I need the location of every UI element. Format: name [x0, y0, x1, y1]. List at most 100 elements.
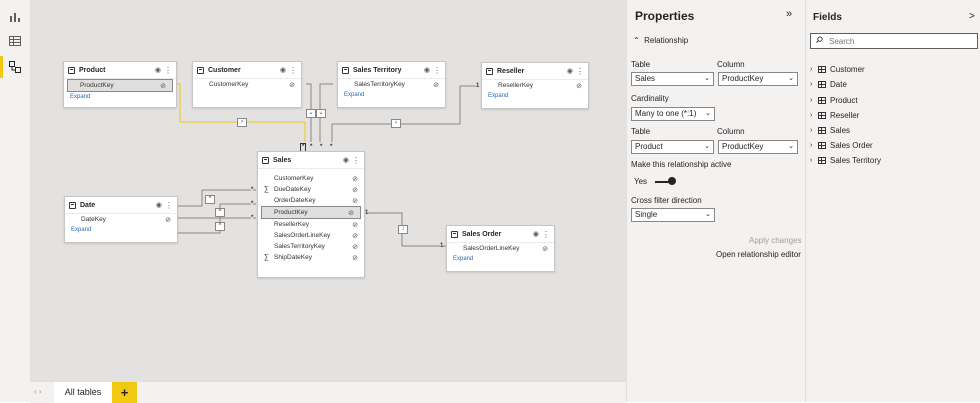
- table-name: Sales Territory: [353, 66, 402, 74]
- field-row[interactable]: SalesOrderLineKey⊘: [463, 245, 548, 253]
- visibility-icon[interactable]: ◉: [279, 67, 286, 74]
- field-row[interactable]: ResellerKey⊘: [498, 82, 582, 90]
- active-toggle[interactable]: [655, 177, 677, 185]
- more-options-icon[interactable]: ⋮: [165, 200, 173, 210]
- cross-filter-select[interactable]: Single⌄: [631, 208, 715, 222]
- hidden-icon[interactable]: ⊘: [352, 197, 358, 205]
- fields-pane: Fields > ›Customer ›Date ›Product ›Resel…: [805, 0, 980, 402]
- filter-direction-icon[interactable]: ⌄: [316, 109, 326, 118]
- visibility-icon[interactable]: ◉: [342, 157, 349, 164]
- filter-direction-icon[interactable]: ^: [205, 195, 215, 204]
- field-list-item[interactable]: ›Date: [810, 79, 847, 89]
- column2-select[interactable]: ProductKey⌄: [718, 140, 798, 154]
- column1-select[interactable]: ProductKey⌄: [718, 72, 798, 86]
- more-options-icon[interactable]: ⋮: [433, 65, 441, 75]
- more-options-icon[interactable]: ⋮: [352, 155, 360, 165]
- hidden-icon[interactable]: ⊘: [352, 254, 358, 262]
- cardinality-one: 1: [440, 243, 444, 250]
- filter-direction-icon[interactable]: ^: [215, 208, 225, 217]
- field-row[interactable]: ∑ShipDateKey⊘: [264, 254, 358, 262]
- field-row[interactable]: ProductKey⊘: [261, 206, 361, 219]
- more-options-icon[interactable]: ⋮: [542, 229, 550, 239]
- apply-changes-button[interactable]: Apply changes: [749, 236, 802, 245]
- field-row[interactable]: SalesTerritoryKey⊘: [354, 81, 439, 89]
- expand-link[interactable]: Expand: [344, 92, 365, 98]
- filter-direction-icon[interactable]: ↕: [398, 225, 408, 234]
- hidden-icon[interactable]: ⊘: [352, 186, 358, 194]
- data-view-icon[interactable]: [8, 34, 22, 48]
- field-row[interactable]: SalesTerritoryKey⊘: [274, 243, 358, 251]
- hidden-icon[interactable]: ⊘: [160, 82, 166, 90]
- table-icon: [818, 126, 826, 134]
- tab-all-tables[interactable]: All tables: [54, 382, 112, 403]
- search-box[interactable]: [810, 33, 978, 49]
- relationship-section-header[interactable]: ⌃ Relationship: [633, 36, 689, 45]
- field-list-item[interactable]: ›Sales Territory: [810, 155, 881, 165]
- open-relationship-editor-button[interactable]: Open relationship editor: [716, 250, 801, 259]
- field-list-item[interactable]: ›Customer: [810, 64, 865, 74]
- table-card-sales-order[interactable]: Sales Order◉⋮ SalesOrderLineKey⊘ Expand: [446, 225, 555, 272]
- table-icon: [451, 230, 458, 238]
- sigma-icon: ∑: [264, 186, 269, 193]
- expand-link[interactable]: Expand: [488, 93, 509, 99]
- table-card-sales[interactable]: Sales◉⋮ CustomerKey⊘ ∑DueDateKey⊘ OrderD…: [257, 151, 365, 278]
- hidden-icon[interactable]: ⊘: [433, 81, 439, 89]
- field-row[interactable]: OrderDateKey⊘: [274, 197, 358, 205]
- visibility-icon[interactable]: ◉: [532, 231, 539, 238]
- hidden-icon[interactable]: ⊘: [352, 232, 358, 240]
- table-card-customer[interactable]: Customer◉⋮ CustomerKey⊘: [192, 61, 302, 108]
- field-row[interactable]: ProductKey⊘: [67, 79, 173, 92]
- hidden-icon[interactable]: ⊘: [289, 81, 295, 89]
- table-icon: [69, 201, 76, 209]
- table-card-date[interactable]: Date◉⋮ DateKey⊘ Expand: [64, 196, 178, 243]
- model-canvas[interactable]: › ⌄ ⌄ ‹ ^ ^ ^ ↕ 1 * * * * 1 1 1 1 * * * …: [30, 0, 626, 381]
- field-list-item[interactable]: ›Sales Order: [810, 140, 873, 150]
- table2-select[interactable]: Product⌄: [631, 140, 714, 154]
- chevron-right-icon: ›: [810, 141, 813, 149]
- expand-pane-icon[interactable]: >: [969, 11, 975, 22]
- more-options-icon[interactable]: ⋮: [164, 65, 172, 75]
- table-card-sales-territory[interactable]: Sales Territory ◉⋮ SalesTerritoryKey⊘ Exp…: [337, 61, 446, 108]
- more-options-icon[interactable]: ⋮: [289, 65, 297, 75]
- hidden-icon[interactable]: ⊘: [165, 216, 171, 224]
- hidden-icon[interactable]: ⊘: [352, 243, 358, 251]
- hidden-icon[interactable]: ⊘: [352, 175, 358, 183]
- filter-direction-icon[interactable]: ›: [237, 118, 247, 127]
- report-view-icon[interactable]: [8, 10, 22, 24]
- field-row[interactable]: CustomerKey⊘: [274, 175, 358, 183]
- visibility-icon[interactable]: ◉: [423, 67, 430, 74]
- visibility-icon[interactable]: ◉: [155, 202, 162, 209]
- collapse-pane-icon[interactable]: »: [786, 8, 793, 20]
- filter-direction-icon[interactable]: ⌄: [306, 109, 316, 118]
- field-list-item[interactable]: ›Sales: [810, 125, 851, 135]
- tab-scroll-arrows-icon[interactable]: ‹ ›: [34, 387, 42, 396]
- filter-direction-icon[interactable]: ‹: [391, 119, 401, 128]
- visibility-icon[interactable]: ◉: [566, 68, 573, 75]
- hidden-icon[interactable]: ⊘: [348, 209, 354, 217]
- visibility-icon[interactable]: ◉: [154, 67, 161, 74]
- model-view-icon[interactable]: [8, 60, 22, 74]
- expand-link[interactable]: Expand: [71, 227, 92, 233]
- field-row[interactable]: ∑DueDateKey⊘: [264, 186, 358, 194]
- filter-direction-icon[interactable]: ^: [215, 222, 225, 231]
- field-row[interactable]: SalesOrderLineKey⊘: [274, 232, 358, 240]
- expand-link[interactable]: Expand: [70, 94, 91, 100]
- field-row[interactable]: DateKey⊘: [81, 216, 171, 224]
- field-row[interactable]: ResellerKey⊘: [274, 221, 358, 229]
- cardinality-select[interactable]: Many to one (*:1)⌄: [631, 107, 715, 121]
- table1-select[interactable]: Sales⌄: [631, 72, 714, 86]
- hidden-icon[interactable]: ⊘: [576, 82, 582, 90]
- chevron-down-icon: ⌄: [788, 143, 794, 150]
- hidden-icon[interactable]: ⊘: [352, 221, 358, 229]
- table-card-product[interactable]: Product◉⋮ ProductKey⊘ Expand: [63, 61, 177, 108]
- field-row[interactable]: CustomerKey⊘: [209, 81, 295, 89]
- search-input[interactable]: [829, 35, 969, 47]
- field-list-item[interactable]: ›Reseller: [810, 110, 860, 120]
- table-card-reseller[interactable]: Reseller◉⋮ ResellerKey⊘ Expand: [481, 62, 589, 109]
- hidden-icon[interactable]: ⊘: [542, 245, 548, 253]
- field-list-item[interactable]: ›Product: [810, 95, 858, 105]
- add-layout-button[interactable]: +: [112, 382, 137, 403]
- expand-link[interactable]: Expand: [453, 256, 474, 262]
- filter-label: Cross filter direction: [631, 196, 702, 205]
- more-options-icon[interactable]: ⋮: [576, 66, 584, 76]
